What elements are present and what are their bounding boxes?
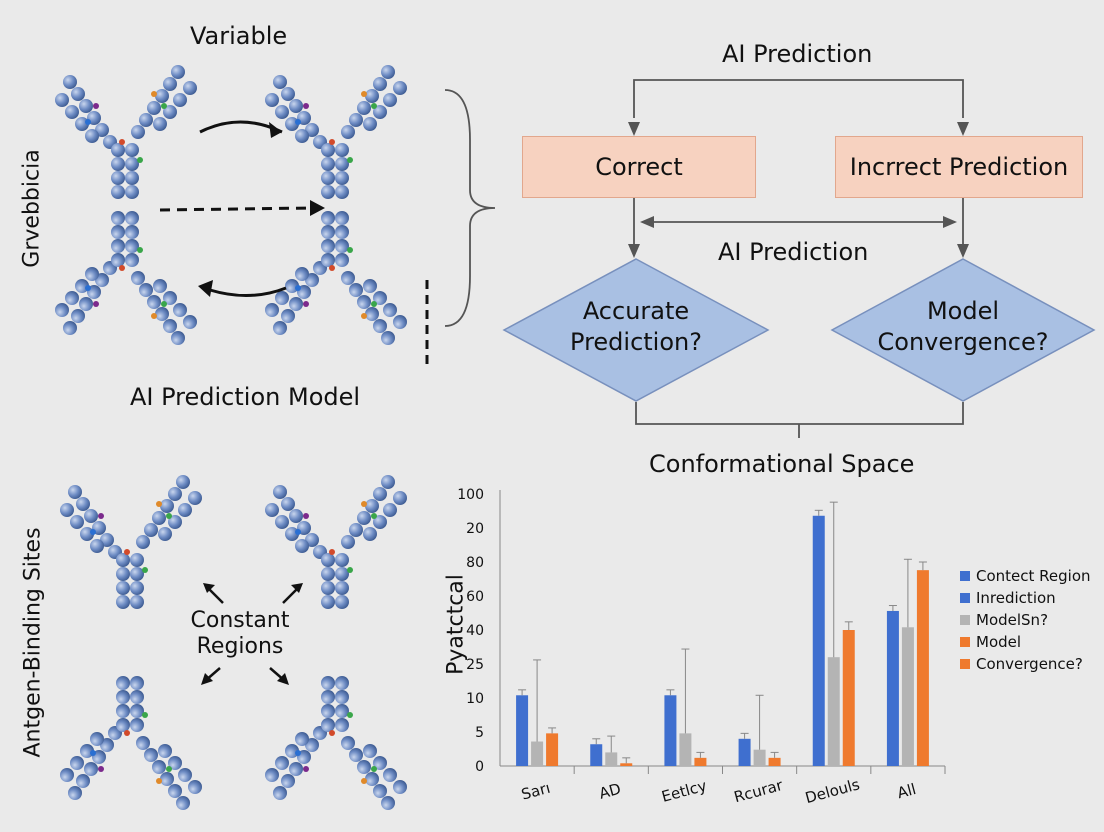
- bottom-panel-side-label: Antgen-Binding Sites: [20, 527, 46, 758]
- x-tick-label: Eetlcy: [660, 777, 709, 806]
- bar: [590, 744, 603, 766]
- top-panel-caption: AI Prediction Model: [130, 383, 361, 411]
- legend-swatch: [960, 593, 970, 603]
- y-tick-label: 60: [466, 589, 484, 605]
- legend-item: Contect Region: [960, 565, 1091, 587]
- constant-regions-line-2: Regions: [196, 634, 284, 659]
- decision-diamond-left: [502, 258, 770, 402]
- legend-label: ModelSn?: [976, 611, 1049, 629]
- legend-item: Inrediction: [960, 587, 1091, 609]
- constant-regions-line-1: Constant: [190, 608, 290, 633]
- decision-diamond-right: [830, 258, 1096, 402]
- bar: [827, 657, 840, 766]
- diamond-right-line-2: Convergence?: [877, 328, 1049, 356]
- bar: [664, 695, 677, 766]
- y-tick-label: 20: [466, 521, 484, 537]
- bar: [620, 763, 633, 766]
- x-tick-label: Sarı: [519, 779, 552, 804]
- legend-swatch: [960, 637, 970, 647]
- legend-label: Inrediction: [976, 589, 1056, 607]
- y-tick-label: 5: [475, 725, 484, 741]
- top-panel-title: Variable: [190, 22, 288, 50]
- flow-mid-label: AI Prediction: [718, 238, 869, 266]
- chart-legend: Contect Region Inrediction ModelSn? Mode…: [960, 565, 1091, 675]
- legend-label: Contect Region: [976, 567, 1091, 585]
- x-tick-label: Rcurar: [732, 776, 785, 806]
- bar: [812, 515, 825, 766]
- flow-bottom-label: Conformational Space: [649, 450, 915, 478]
- flow-top-label: AI Prediction: [722, 40, 873, 68]
- process-box-correct: Correct: [522, 136, 756, 198]
- bar: [516, 695, 529, 766]
- legend-swatch: [960, 615, 970, 625]
- bar: [738, 738, 751, 766]
- bar: [886, 610, 899, 766]
- y-tick-label: 10: [466, 691, 484, 707]
- x-tick-label: Delouls: [803, 775, 862, 807]
- y-tick-label: 0: [475, 759, 484, 775]
- legend-item: Model: [960, 631, 1091, 653]
- legend-item: ModelSn?: [960, 609, 1091, 631]
- bar: [901, 627, 914, 766]
- legend-label: Convergence?: [976, 655, 1083, 673]
- x-tick-label: All: [895, 780, 918, 802]
- y-tick-label: 25: [466, 657, 484, 673]
- bar: [694, 757, 707, 766]
- bar: [753, 749, 766, 766]
- bar: [916, 570, 929, 766]
- diamond-right-line-1: Model: [926, 297, 1000, 325]
- legend-label: Model: [976, 633, 1022, 651]
- legend-item: Convergence?: [960, 653, 1091, 675]
- x-tick-label: AD: [597, 780, 623, 803]
- process-box-incorrect-label: Incrrect Prediction: [849, 153, 1069, 181]
- process-box-correct-label: Correct: [595, 153, 683, 181]
- process-box-incorrect: Incrrect Prediction: [835, 136, 1083, 198]
- y-tick-label: 80: [466, 555, 484, 571]
- diamond-left-line-2: Prediction?: [570, 328, 702, 356]
- antibody-cycle-graphic: [55, 65, 496, 365]
- diamond-left-label: Accurate Prediction?: [536, 296, 736, 358]
- diamond-right-label: Model Convergence?: [863, 296, 1063, 358]
- legend-swatch: [960, 659, 970, 669]
- flow-connectors: [502, 79, 1096, 438]
- constant-regions-label: Constant Regions: [185, 608, 295, 660]
- y-tick-label: 40: [466, 623, 484, 639]
- diamond-left-line-1: Accurate: [582, 297, 690, 325]
- bar: [605, 752, 618, 766]
- bar: [768, 757, 781, 766]
- legend-swatch: [960, 571, 970, 581]
- bar: [531, 741, 544, 766]
- bar: [546, 733, 559, 766]
- antibody-binding-graphic: [60, 475, 407, 810]
- y-tick-label: 100: [457, 487, 484, 503]
- bar: [842, 630, 855, 766]
- bar: [679, 733, 692, 766]
